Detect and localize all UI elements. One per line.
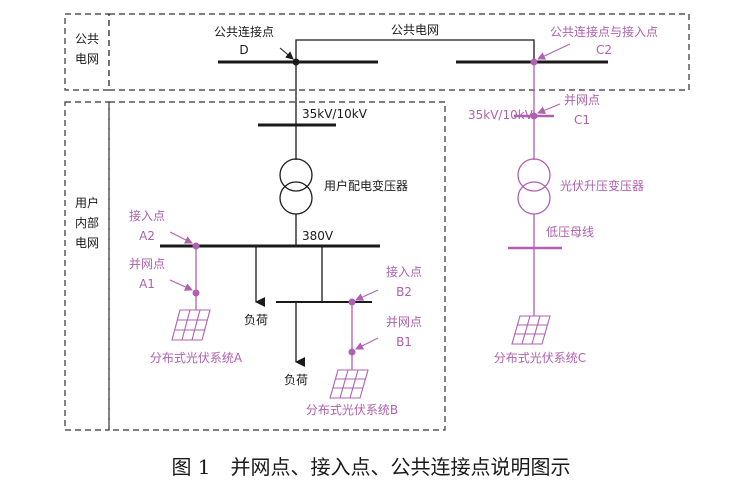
figure-caption: 图 1 并网点、接入点、公共连接点说明图示 [171, 455, 570, 479]
pv-system-a-label: 分布式光伏系统A [150, 351, 243, 365]
bus-380v-label: 380V [302, 229, 334, 243]
a2-id-label: A2 [139, 229, 155, 243]
pv-transformer-symbol [517, 158, 551, 215]
access-b2-label: 接入点 [386, 264, 422, 279]
grid-conn-b1-label: 并网点 [386, 315, 422, 329]
access-a2-label: 接入点 [129, 208, 165, 223]
pcc-c2-label: 公共连接点与接入点 [550, 24, 658, 39]
user-transformer-label: 用户配电变压器 [324, 178, 408, 193]
pv-panel-a-icon [171, 309, 211, 341]
grid-conn-c1-label: 并网点 [564, 93, 600, 107]
pv-panel-c-icon [511, 315, 551, 345]
pv-transformer-label: 光伏升压变压器 [560, 178, 644, 193]
c2-id-label: C2 [596, 43, 612, 57]
pv-system-b-label: 分布式光伏系统B [306, 403, 398, 417]
load-1-label: 负荷 [244, 313, 268, 327]
access-a2-arrow [169, 231, 193, 244]
pcc-label: 公共连接点 [214, 24, 274, 39]
load-2-label: 负荷 [284, 373, 308, 387]
public-grid-region [64, 13, 690, 91]
pcc-arrow [279, 47, 294, 60]
b2-id-label: B2 [396, 285, 412, 299]
pcc-id-label: D [239, 43, 248, 57]
left-voltage-label: 35kV/10kV [302, 107, 368, 121]
user-internal-region-label: 用户内部电网 [75, 195, 99, 250]
c1-id-label: C1 [574, 113, 590, 127]
grid-conn-b1-arrow [355, 337, 379, 350]
pv-panel-b-icon [329, 369, 369, 399]
public-grid-line [295, 39, 535, 62]
user-transformer-symbol [279, 158, 313, 215]
public-grid-line-label: 公共电网 [391, 23, 439, 37]
b1-id-label: B1 [396, 335, 412, 349]
access-b2-arrow [355, 289, 379, 301]
grid-conn-c1-arrow [537, 103, 561, 115]
grid-conn-point-c1 [530, 112, 538, 120]
grid-conn-point-a1 [192, 289, 200, 297]
a1-id-label: A1 [139, 277, 155, 291]
low-bus-label: 低压母线 [546, 225, 594, 239]
access-point-a2 [192, 242, 200, 250]
grid-conn-a1-arrow [169, 279, 193, 291]
access-point-b2 [348, 298, 356, 306]
right-voltage-label: 35kV/10kV [468, 108, 534, 122]
public-grid-region-label: 公共电网 [75, 32, 99, 66]
grid-conn-point-b1 [348, 348, 356, 356]
grid-conn-a1-label: 并网点 [129, 257, 165, 271]
pcc-c2-arrow [537, 43, 571, 60]
pv-system-c-label: 分布式光伏系统C [494, 351, 586, 365]
user-internal-region [64, 101, 446, 431]
